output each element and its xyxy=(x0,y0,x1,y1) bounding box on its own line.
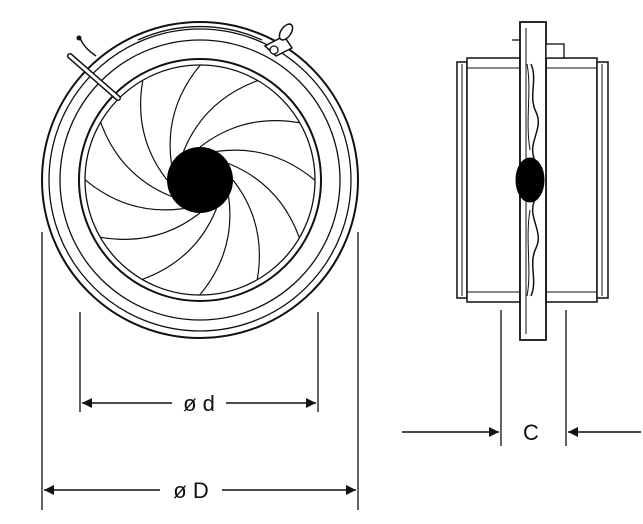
iris-blade-edge xyxy=(232,179,260,280)
dimension-inner-diameter: ø d xyxy=(79,312,319,416)
blade-housing-outer xyxy=(78,58,322,302)
blade-profile-inner xyxy=(526,63,531,297)
iris-blade-edge xyxy=(140,80,168,181)
outer-diameter-label: ø D xyxy=(173,478,208,503)
wing-nut xyxy=(263,23,294,57)
left-body xyxy=(466,57,521,303)
iris-blade-edge xyxy=(169,64,201,164)
side-hub xyxy=(515,157,545,203)
outer-ring-inner-edge xyxy=(48,28,352,332)
dimension-outer-diameter: ø D xyxy=(41,232,359,510)
dimension-depth: C xyxy=(402,310,641,446)
iris-blade-edge xyxy=(182,80,259,152)
front-view xyxy=(41,21,359,339)
top-bracket xyxy=(545,43,565,59)
adjustment-lever xyxy=(67,35,121,101)
depth-label: C xyxy=(523,420,539,445)
iris-blade-edge xyxy=(228,162,300,239)
iris-blade-edge xyxy=(100,121,172,198)
middle-ring xyxy=(59,39,341,321)
side-view xyxy=(456,21,609,341)
inner-diameter-label: ø d xyxy=(183,391,215,416)
right-body xyxy=(545,57,598,303)
iris-blade-edge xyxy=(84,179,184,211)
iris-blade-edge xyxy=(100,212,201,240)
iris-blade-edge xyxy=(199,196,231,296)
iris-blade-edge xyxy=(199,120,300,148)
center-hub xyxy=(167,147,233,213)
adjustment-slot xyxy=(137,26,263,41)
iris-blades xyxy=(84,64,316,296)
iris-blade-edge xyxy=(216,149,316,181)
iris-blade-edge xyxy=(141,208,218,280)
